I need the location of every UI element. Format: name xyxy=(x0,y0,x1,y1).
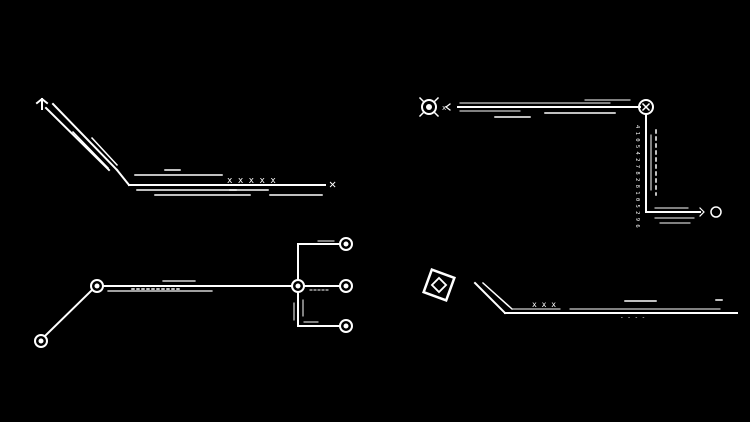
node-circle-icon xyxy=(339,279,353,293)
chevron-right-icon xyxy=(699,207,705,217)
node-circle-icon xyxy=(339,319,353,333)
diagonal-line xyxy=(43,288,94,338)
callout-bottom-right: x x x - - - - xyxy=(422,268,738,321)
dash-marks: - - - - xyxy=(620,314,645,321)
node-tree-bottom-left xyxy=(34,237,353,348)
callout-top-left: x x x x x ✕ xyxy=(35,97,336,196)
node-circle-icon xyxy=(339,237,353,251)
diagonal-accent-line xyxy=(481,281,514,311)
node-dot-icon xyxy=(295,283,301,289)
chevron-left-icon xyxy=(445,103,451,111)
diamond-inner-icon xyxy=(430,276,448,294)
vertical-digits: 4 1 0 5 4 2 7 8 2 8 1 0 5 2 9 6 xyxy=(634,125,640,228)
node-dot-icon xyxy=(94,283,100,289)
target-dot-icon xyxy=(426,104,432,110)
end-ring-icon xyxy=(710,206,722,218)
node-dot-icon xyxy=(343,283,349,289)
close-icon xyxy=(641,102,651,112)
x-marks: x x x xyxy=(532,300,556,309)
callout-top-right: 4 1 0 5 4 2 7 8 2 8 1 0 5 2 9 6 xyxy=(418,96,722,228)
diamond-outer-icon xyxy=(422,268,456,302)
node-dot-icon xyxy=(343,323,349,329)
diagonal-accent-line xyxy=(90,136,119,167)
target-tick-icon xyxy=(418,96,440,118)
x-marks: x x x x x xyxy=(227,176,276,186)
target-ring-icon xyxy=(421,99,437,115)
diagonal-line xyxy=(44,106,111,172)
diagonal-accent-line xyxy=(71,130,110,170)
star-icon: ✕ xyxy=(329,177,336,191)
arrow-chevron-icon xyxy=(35,97,49,110)
node-dot-icon xyxy=(38,338,44,344)
diagonal-line xyxy=(51,102,119,172)
elbow-line xyxy=(115,168,131,187)
x-marks: x xyxy=(442,104,446,112)
diagonal-line xyxy=(473,281,507,315)
node-circle-icon xyxy=(34,334,48,348)
node-dot-icon xyxy=(343,241,349,247)
